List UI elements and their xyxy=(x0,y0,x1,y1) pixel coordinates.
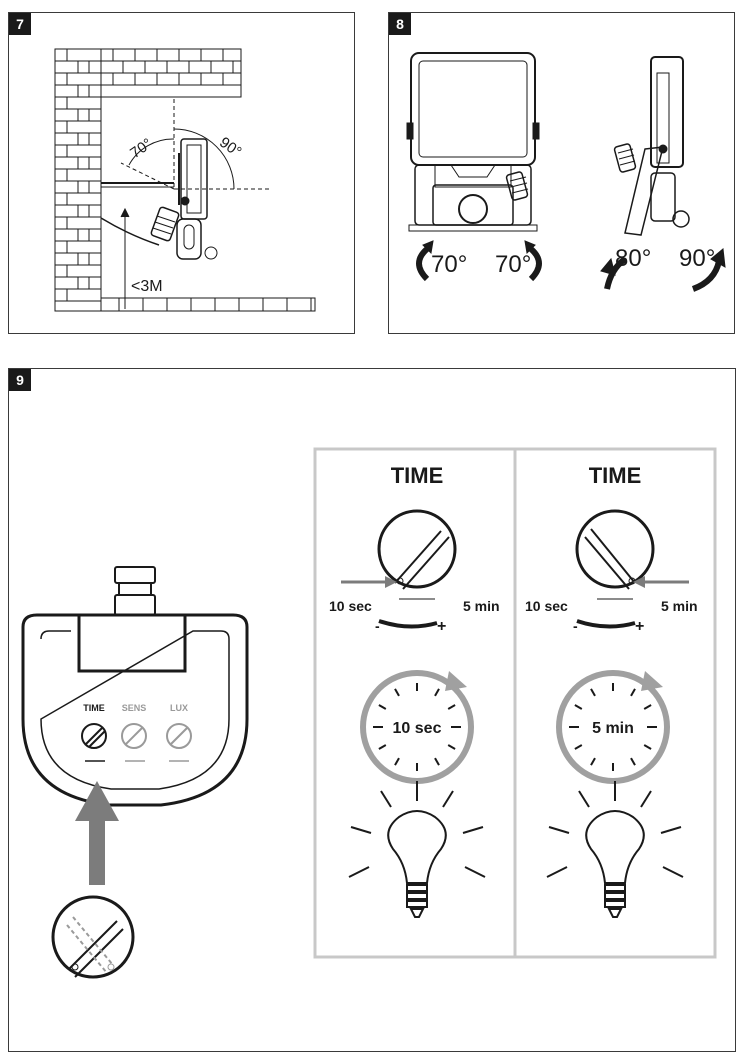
swivel-right-label: 70° xyxy=(495,251,531,278)
swivel-left-label: 70° xyxy=(431,251,467,278)
min-label: 10 sec xyxy=(525,598,568,614)
minus-sign: - xyxy=(573,618,578,634)
panel-8: 8 xyxy=(388,12,735,334)
knob-min-setting xyxy=(377,509,457,600)
max-label: 5 min xyxy=(661,598,698,614)
column-heading: TIME xyxy=(589,463,642,488)
time-setting-diagram: TIME SENS LUX TIME xyxy=(21,447,717,979)
light-bulb-icon xyxy=(546,781,684,918)
plus-sign: + xyxy=(635,618,644,635)
angle-label-70: 70° xyxy=(127,135,155,162)
minus-sign: - xyxy=(375,618,380,634)
brick-wall xyxy=(54,48,316,312)
panel-number: 8 xyxy=(389,13,411,35)
floodlight-side-view xyxy=(613,56,690,236)
sensor-label-lux: LUX xyxy=(170,703,188,713)
tilt-up-label: 90° xyxy=(679,245,715,272)
panel-number: 7 xyxy=(9,13,31,35)
plus-sign: + xyxy=(437,618,446,635)
sensor-label-time: TIME xyxy=(83,703,105,713)
knob-max-setting xyxy=(575,509,655,600)
column-heading: TIME xyxy=(391,463,444,488)
pointer-arrow xyxy=(75,781,119,885)
adjustment-angles-diagram: 70° 70° 80° 90° xyxy=(406,52,726,292)
max-label: 5 min xyxy=(463,598,500,614)
angle-label-90: 90° xyxy=(216,134,244,161)
min-label: 10 sec xyxy=(329,598,372,614)
panel-9: 9 TIME SENS xyxy=(8,368,736,1052)
clock-label: 5 min xyxy=(592,720,634,737)
panel-7: 7 xyxy=(8,12,355,334)
zoomed-time-knob xyxy=(51,895,135,979)
sensor-label-sens: SENS xyxy=(122,703,147,713)
timer-clock xyxy=(556,670,670,784)
floodlight-front-view xyxy=(406,52,540,232)
mounting-height-diagram: 70° 90° <3M xyxy=(54,48,316,312)
clock-label: 10 sec xyxy=(393,720,442,737)
panel-number: 9 xyxy=(9,369,31,391)
height-label: <3M xyxy=(131,278,163,295)
tilt-down-label: 80° xyxy=(615,245,651,272)
sensor-unit xyxy=(21,566,249,807)
light-bulb-icon xyxy=(348,781,486,918)
